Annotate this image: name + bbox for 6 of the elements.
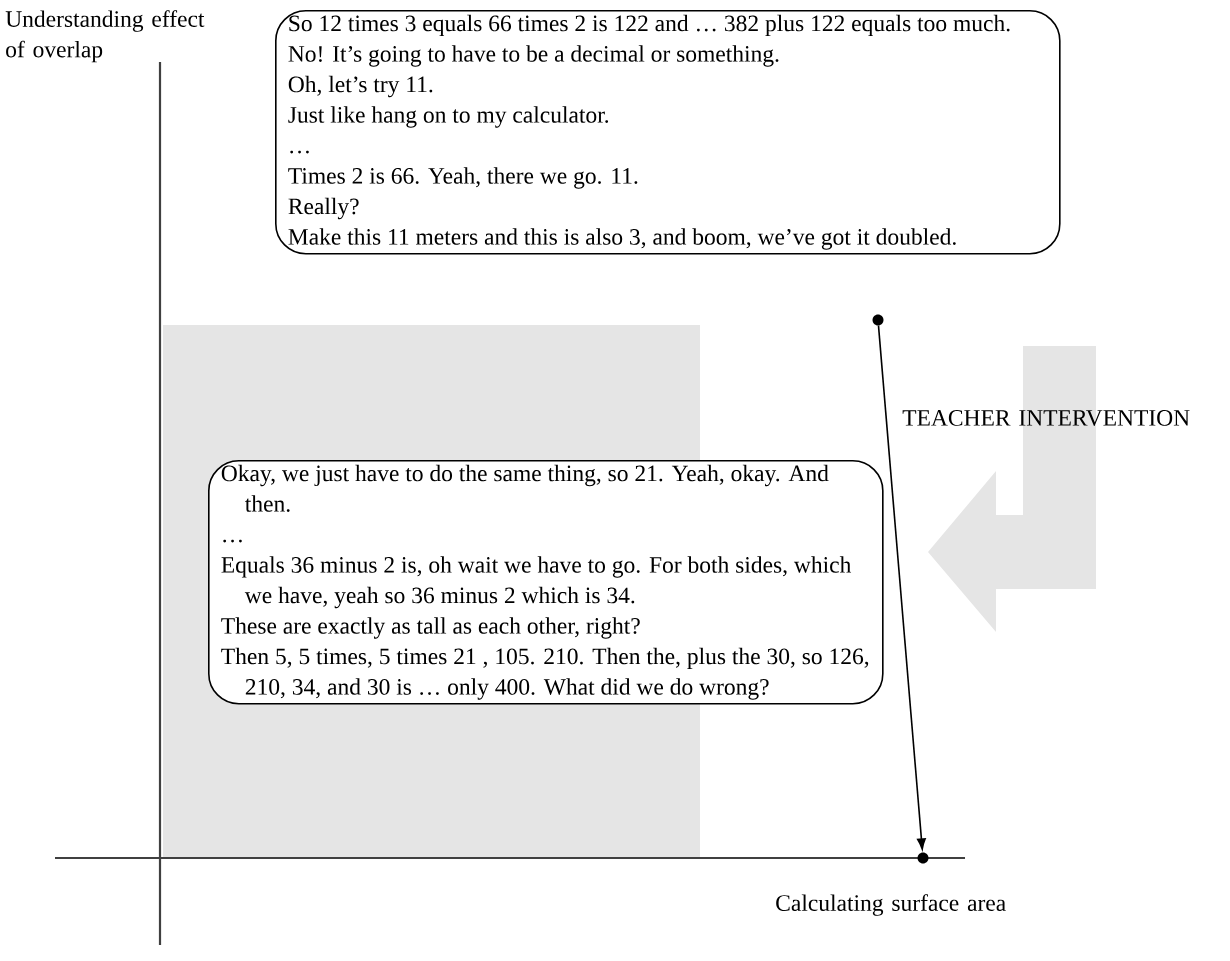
speech-box: So 12 times 3 equals 66 times 2 is 122 and … 382 plus 122 equals too much. No! It’s going to have to be a decimal or something. Oh, let’s try 11. Just like hang on to my calculator. … Times 2 is 66. Yeah, there we go. 11. Really? Make this 11 meters and this is also 3, and boom, we’ve got it doubled. (275, 10, 1061, 255)
speech-box: Okay, we just have to do the same thing, so 21. Yeah, okay. And then. … Equals 36 minus 2 is, oh wait we have to go. For both sides, which we have, yeah so 36 minus 2 which is 34. These are exactly as tall as each other, right? Then 5, 5 times, 5 times 21 , 105. 210. Then the, plus the 30, so 126, 210, 34, and 30 is … only 400. What did we do wrong? (208, 460, 884, 705)
axis-label: Calculating surface area (776, 894, 1006, 916)
axis-label: TEACHER INTERVENTION (902, 410, 1190, 426)
axis-label: Understanding effect of overlap (5, 10, 205, 63)
arrow (877, 324, 926, 850)
